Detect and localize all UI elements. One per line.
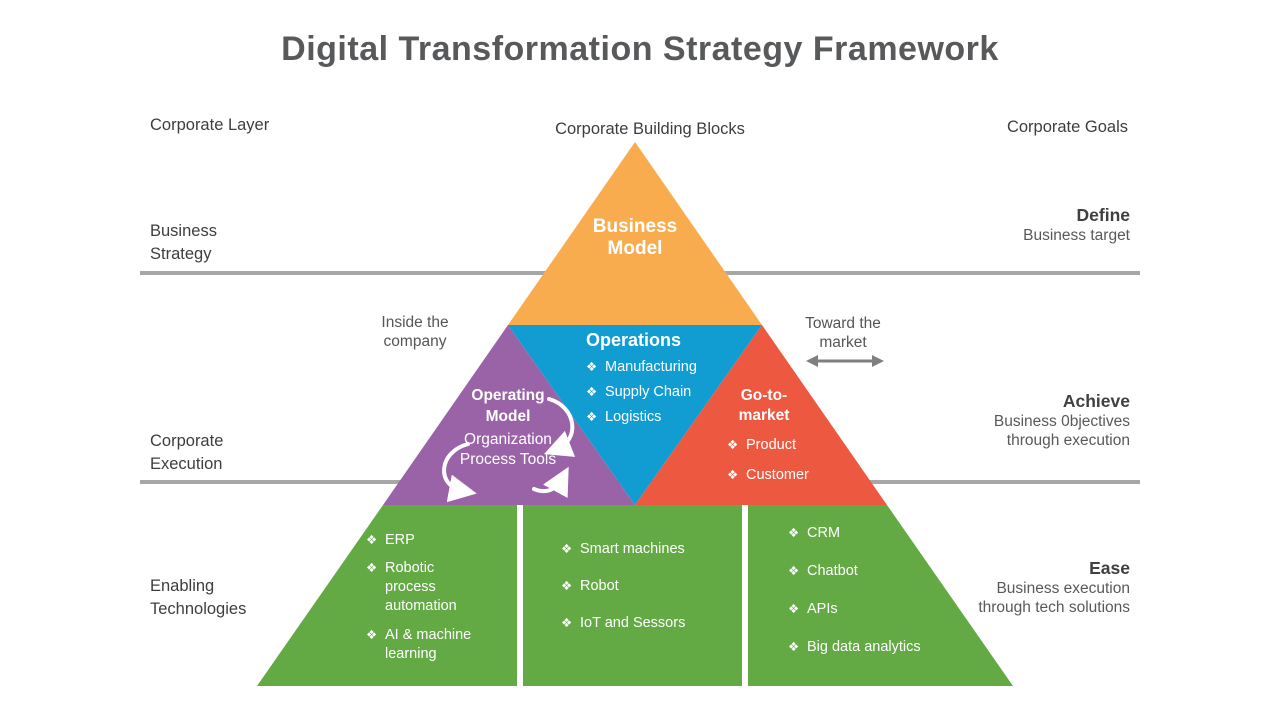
list-item-label: IoT and Sessors xyxy=(580,615,686,632)
list-item: ❖ IoT and Sessors xyxy=(561,614,731,633)
goal-ease: Ease Business execution through tech sol… xyxy=(970,558,1130,618)
page-title: Digital Transformation Strategy Framewor… xyxy=(281,30,999,68)
list-item: ❖ Logistics xyxy=(586,408,736,427)
list-item-label: APIs xyxy=(807,601,838,618)
list-item: ❖ Customer xyxy=(727,466,837,485)
column-header-corporate-goals: Corporate Goals xyxy=(1006,118,1128,136)
list-item-label: Logistics xyxy=(605,409,662,426)
diamond-bullet-icon: ❖ xyxy=(788,640,800,655)
list-item-label: CRM xyxy=(807,525,841,541)
list-item: ❖ Product xyxy=(727,436,837,455)
layer-label-corporate-execution: Corporate Execution xyxy=(150,432,224,474)
go-to-market-items: ❖ Product ❖ Customer xyxy=(727,436,837,485)
diamond-bullet-icon: ❖ xyxy=(727,438,739,452)
list-item: ❖ Smart machines xyxy=(561,540,731,559)
annotation-toward-market: Toward the market xyxy=(805,315,881,352)
list-item-label: Customer xyxy=(746,467,809,484)
enabling-column-1: ❖ ERP ❖ Robotic process automation ❖ AI & m… xyxy=(366,531,516,664)
enabling-column-3: ❖ CRM ❖ Chatbot ❖ APIs ❖ Big data analytics xyxy=(788,524,968,658)
goal-achieve-desc: Business 0bjectives through execution xyxy=(993,412,1130,449)
list-item: ❖ Robot xyxy=(561,577,731,596)
list-item-label: ERP xyxy=(385,532,415,548)
list-item: ❖ AI & machine learning xyxy=(366,626,516,664)
enabling-divider-2 xyxy=(742,505,748,686)
diamond-bullet-icon: ❖ xyxy=(561,616,573,631)
double-arrow-icon xyxy=(806,355,884,367)
diamond-bullet-icon: ❖ xyxy=(366,561,378,576)
list-item-label: AI & machine learning xyxy=(385,626,472,662)
list-item-label: Robot xyxy=(580,578,619,595)
business-model-triangle xyxy=(508,142,762,325)
diamond-bullet-icon: ❖ xyxy=(561,542,573,556)
operations-label: Operations xyxy=(586,330,682,350)
list-item-label: Chatbot xyxy=(807,563,858,580)
operating-model-items: Organization Process Tools xyxy=(459,431,557,469)
operations-items: ❖ Manufacturing ❖ Supply Chain ❖ Logistics xyxy=(586,358,736,427)
operations-triangle xyxy=(508,325,762,505)
go-to-market-triangle xyxy=(635,325,887,505)
goal-ease-title: Ease xyxy=(1089,558,1130,578)
list-item: ❖ Robotic process automation xyxy=(366,559,516,616)
list-item-label: Manufacturing xyxy=(605,359,697,375)
diamond-bullet-icon: ❖ xyxy=(366,627,378,642)
diamond-bullet-icon: ❖ xyxy=(788,526,800,540)
list-item-label: Robotic process automation xyxy=(385,560,457,615)
goal-achieve-title: Achieve xyxy=(1062,391,1130,411)
list-item: ❖ Supply Chain xyxy=(586,383,736,402)
operating-model-label: Operating Model xyxy=(471,387,545,425)
cycle-arrows-icon xyxy=(442,397,576,503)
list-item-label: Product xyxy=(746,437,796,453)
list-item: ❖ Manufacturing xyxy=(586,358,736,377)
column-header-building-blocks: Corporate Building Blocks xyxy=(555,120,745,138)
goal-ease-desc: Business execution through tech solution… xyxy=(978,579,1130,616)
list-item: ❖ Chatbot xyxy=(788,562,968,581)
column-header-corporate-layer: Corporate Layer xyxy=(150,116,270,134)
diamond-bullet-icon: ❖ xyxy=(586,360,598,374)
goal-achieve: Achieve Business 0bjectives through exec… xyxy=(960,391,1130,451)
layer-label-enabling-technologies: Enabling Technologies xyxy=(150,577,247,619)
diamond-bullet-icon: ❖ xyxy=(561,579,573,594)
diamond-bullet-icon: ❖ xyxy=(788,564,800,579)
annotation-inside-company: Inside the company xyxy=(381,314,449,351)
list-item: ❖ ERP xyxy=(366,531,516,550)
list-item-label: Smart machines xyxy=(580,541,685,557)
diamond-bullet-icon: ❖ xyxy=(788,602,800,617)
diamond-bullet-icon: ❖ xyxy=(727,468,739,483)
enabling-divider-1 xyxy=(517,505,523,686)
business-model-label: Business Model xyxy=(592,216,678,260)
diamond-bullet-icon: ❖ xyxy=(586,410,598,425)
go-to-market-label: Go-to-market xyxy=(738,387,790,425)
enabling-technologies-band xyxy=(257,505,1013,686)
goal-define-title: Define xyxy=(1076,205,1130,225)
layer-label-business-strategy: Business Strategy xyxy=(150,222,217,264)
list-item-label: Supply Chain xyxy=(605,384,692,401)
diamond-bullet-icon: ❖ xyxy=(586,385,598,400)
list-item: ❖ APIs xyxy=(788,600,968,619)
list-item: ❖ Big data analytics xyxy=(788,638,968,657)
list-item: ❖ CRM xyxy=(788,524,968,543)
goal-define-desc: Business target xyxy=(1023,226,1130,244)
diamond-bullet-icon: ❖ xyxy=(366,533,378,547)
goal-define: Define Business target xyxy=(930,205,1130,246)
list-item-label: Big data analytics xyxy=(807,639,921,656)
enabling-column-2: ❖ Smart machines ❖ Robot ❖ IoT and Sessors xyxy=(561,540,731,633)
